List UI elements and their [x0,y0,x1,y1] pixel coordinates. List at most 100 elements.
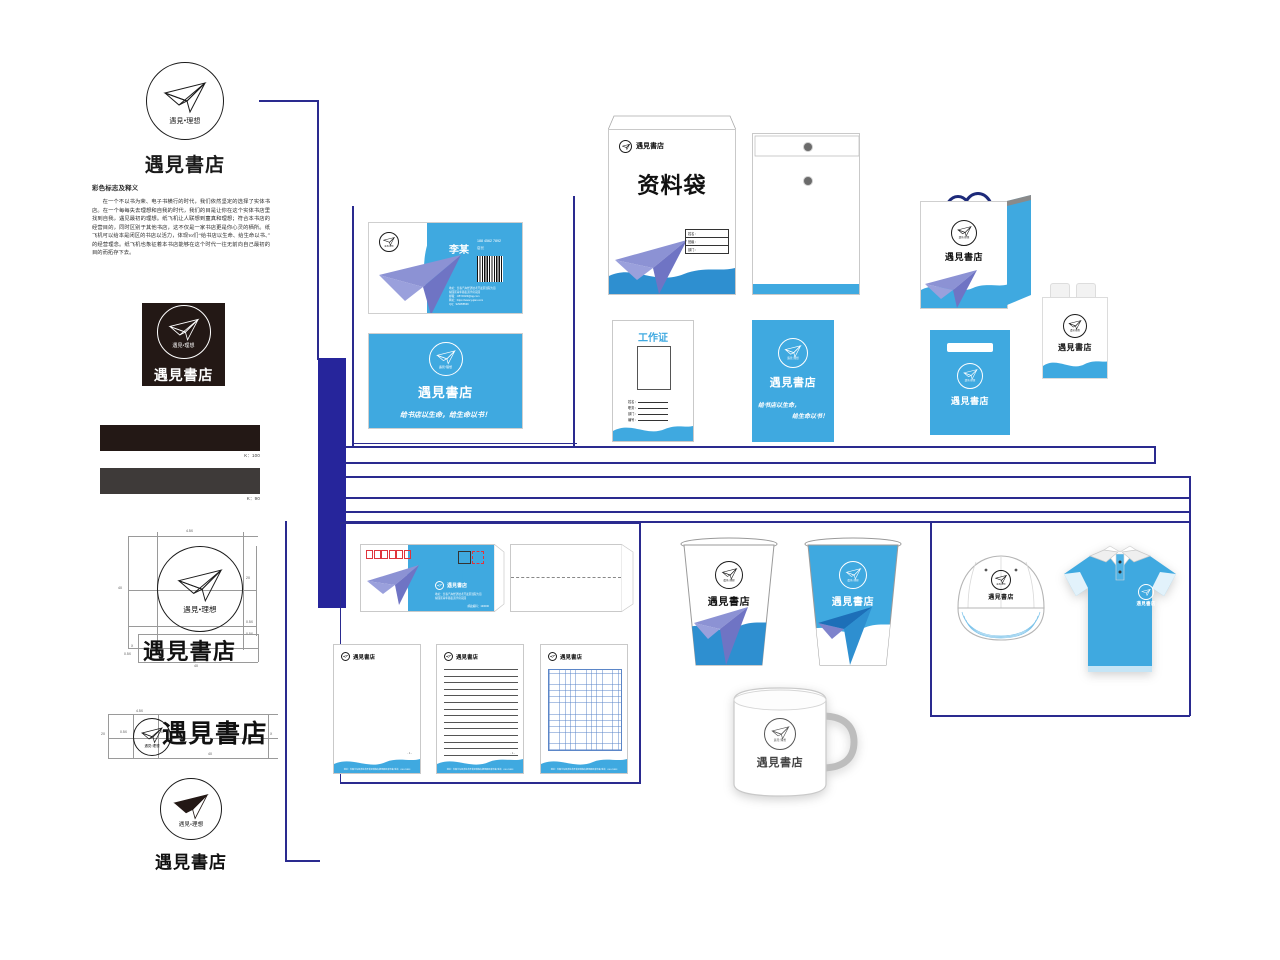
envelope-postcode-boxes [366,550,411,559]
letterhead-grid-area [548,669,622,751]
envelope-back-flap [621,544,634,612]
logo-explanation-block: 彩色标志及释义 在一个不以书为荣、电子书横行的时代，我们依然坚定的选择了实体书店… [92,182,270,258]
connector-envelope-right [639,522,641,784]
letterhead-pageno-1: - 1 - [407,752,412,755]
dim-right: 2X [246,576,251,580]
doc-bag-logo-word: 遇見書店 [636,143,664,150]
paper-plane-icon [784,345,802,358]
logo-black-version: 遇見•理想 遇見書店 [142,303,225,386]
card-contact-line-1: 地址：长春汽车经济技术开发区锦程大街 [449,287,496,290]
work-badge: 工作证 姓名： 职务： 部门： 编号： [612,320,694,442]
cap-motto: 遇見•理想 [996,583,1006,586]
business-card-back: 遇見•理想 遇見書店 给书店以生命，给生命以书！ [368,333,523,429]
business-card-front: 遇見•理想 李某 188 4562 7892 店长 地址：长春汽车经济技术开发区… [368,222,523,314]
card-contact-lines: 地址：长春汽车经济技术开发区锦程大街 绿园区青年路街道学府花园 邮箱：CBYD0… [449,287,519,306]
polo-shape [1064,545,1176,672]
logo-wordmark-horizontal: 遇見書店 [162,720,269,748]
logo-explanation-paragraph: 在一个不以书为荣、电子书横行的时代，我们依然坚定的选择了实体书店。在一个每每失去… [92,199,270,257]
doc-bag-eyelet-top [803,142,813,152]
polo-wordmark: 遇見書店 [1136,601,1156,606]
bottom-logo-block: 遇見•理想 遇見書店 [148,778,234,873]
paper-plane-icon [720,567,737,580]
cap-logo-mark: 遇見•理想 [991,570,1011,590]
plastic-bag-handle-right [1076,283,1096,300]
dim-left: 4X [118,586,123,590]
paper-plane-icon [770,725,790,740]
badge-field-label-4: 编号： [628,418,638,423]
letterhead-wave-1 [334,759,420,773]
logo-motto: 遇見•理想 [169,117,201,125]
envelope-back [510,544,634,612]
connector-line-3 [345,476,1190,478]
envelope-address-2: 绿园区青年路街道学府花园 [435,596,467,600]
handle-bag-cutout [947,343,993,352]
connector-left-vertical-bottom [285,521,287,861]
banner-tagline-1: 给书店以生命， [758,403,801,409]
paper-plane-icon [995,574,1007,584]
mug-logo-mark: 遇見•理想 [764,718,796,750]
envelope-plane-graphic [367,565,419,605]
dim-gap: 0.5X [124,652,131,656]
logo-construction-diagram: 4.5X 4X 2X 0.5X 0.5X 0.5X 遇見•理想 遇見書店 X 4… [100,528,290,668]
banner-motto: 遇見•理想 [787,357,799,361]
connector-line-5 [345,511,1190,513]
card-qr-code [477,256,503,282]
badge-field-1: 姓名： [628,399,684,405]
shopping-bag-wordmark: 遇見書店 [944,252,984,262]
paper-plane-icon [1068,319,1082,330]
polo-shirt: 遇見書店 [1060,540,1180,680]
connector-docbag-left [573,196,575,446]
letterhead-footer-3: 地址：长春汽车经济技术开发区锦程大街绿园区青年路 电话：010-25893 [550,769,618,771]
card-title: 店长 [477,246,485,250]
paper-cup-blue-shape [804,537,902,666]
card-contact-line-3: 邮箱：CBYD029@qq.com [449,294,480,298]
shopping-bag: 遇見•理想 遇見書店 [920,175,1031,310]
banner-wordmark: 遇見書店 [769,377,817,389]
dim-word-width: 4X [194,664,199,668]
logo-mark-bottom: 遇見•理想 [160,778,222,840]
dim-small-1: 0.5X [246,620,253,624]
logo-wordmark: 遇見書店 [153,366,214,383]
paper-plane-icon [962,369,978,381]
paper-plane-graphic [379,255,461,313]
envelope-logo-word: 遇見書店 [447,583,468,589]
connector-line-1 [345,446,1155,448]
badge-field-3: 部门： [628,411,684,417]
dim-h-e: X [270,732,273,736]
letterhead-logo-mark-3 [548,652,557,661]
paper-plane-icon [141,727,163,744]
card-back-wordmark: 遇見書店 [417,385,474,400]
logo-motto: 遇見•理想 [144,744,160,749]
badge-fields: 姓名： 职务： 部门： 编号： [628,399,684,423]
baseball-cap: 遇見•理想 遇見書店 [946,548,1056,648]
polo-logo-mark [1138,584,1154,600]
letterhead-footer-1: 地址：长春汽车经济技术开发区锦程大街绿园区青年路 电话：010-25893 [343,769,411,771]
envelope-stamp-area [472,551,484,564]
letterhead-logo-word-2: 遇見書店 [456,655,479,661]
shopping-bag-graphic [921,270,1007,308]
handle-bag-motto: 遇見•理想 [964,379,976,383]
mug-motto: 遇見•理想 [773,738,787,742]
letterhead-logo-word-3: 遇見書店 [560,655,583,661]
badge-photo-box [637,346,671,390]
cup-white-logo-mark: 遇見•理想 [715,561,743,589]
doc-bag-logo-mark [619,140,632,153]
handle-bag-wordmark: 遇見書店 [950,396,990,406]
envelope-address-1: 地址：长春汽车经济技术开发区锦程大街 [435,593,482,596]
paper-plane-icon [446,654,451,658]
banner-logo-mark: 遇見•理想 [778,338,808,368]
paper-plane-icon [167,318,199,341]
letterhead-logo-word-1: 遇見書店 [353,655,376,661]
cup-white-motto: 遇見•理想 [723,578,735,582]
primary-logo-block: 遇見•理想 遇見書店 [140,62,230,176]
badge-field-2: 职务： [628,405,684,411]
logo-wordmark: 遇見書店 [144,155,226,176]
dim-h-f: 4X [208,752,213,756]
letterhead-grid: 遇見書店 地址：长春汽车经济技术开发区锦程大街绿园区青年路 电话：010-258… [540,644,628,774]
envelope-logo-mark [435,581,444,590]
letterhead-pageno-2: - 1 - [510,752,515,755]
plastic-bag-wave [1043,361,1107,378]
paper-plane-icon [844,567,861,580]
envelope-postcode-label: 邮政编码：130000 [467,605,489,608]
plastic-bag-logo-mark: 遇見•理想 [1063,314,1087,338]
